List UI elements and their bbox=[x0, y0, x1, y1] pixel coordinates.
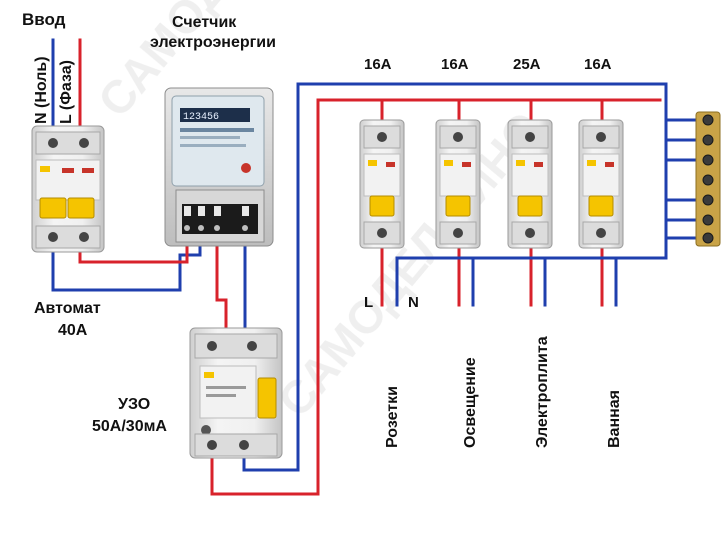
neutral-return-bus bbox=[395, 236, 702, 307]
bus-screw bbox=[702, 114, 714, 126]
circuit-label-sockets: Розетки bbox=[384, 386, 401, 448]
circuit-label-lighting: Освещение bbox=[462, 357, 479, 448]
group-breaker-1 bbox=[359, 119, 405, 249]
electricity-meter: 123456 bbox=[164, 87, 274, 247]
breaker-handle bbox=[39, 197, 67, 219]
main-breaker bbox=[31, 125, 105, 253]
breaker-rating-1: 16А bbox=[364, 56, 392, 73]
l-output-label: L bbox=[364, 294, 374, 311]
breaker-meter-neutral bbox=[51, 236, 202, 292]
logo-mark bbox=[40, 166, 50, 172]
watermark: САМОДЕЛ-КИНО САМОДЕЛ-КИНО bbox=[88, 0, 552, 426]
neutral-input-label: N (Ноль) bbox=[33, 56, 50, 124]
breaker-rating-2: 16А bbox=[441, 56, 469, 73]
breaker-handle bbox=[445, 195, 471, 217]
group-breaker-3 bbox=[507, 119, 553, 249]
breaker-handle bbox=[517, 195, 543, 217]
meter-rcd-phase bbox=[215, 236, 228, 332]
breaker-handle bbox=[67, 197, 95, 219]
input-label: Ввод bbox=[22, 10, 66, 29]
bus-screw bbox=[702, 214, 714, 226]
rcd-phase-bus bbox=[210, 98, 662, 496]
group-breaker-2 bbox=[435, 119, 481, 249]
bus-screw bbox=[702, 154, 714, 166]
phase-input-label: L (Фаза) bbox=[58, 60, 75, 124]
circuit-label-stove: Электроплита bbox=[534, 336, 551, 448]
meter-title: Счетчик bbox=[172, 14, 237, 31]
neutral-bus-bar bbox=[695, 111, 721, 247]
breaker-handle bbox=[369, 195, 395, 217]
rcd-rating: 50А/30мА bbox=[92, 418, 167, 435]
bus-screw bbox=[702, 134, 714, 146]
breaker-handle bbox=[588, 195, 614, 217]
bus-screw bbox=[702, 194, 714, 206]
meter-subtitle: электроэнергии bbox=[150, 34, 276, 51]
bus-screw bbox=[702, 232, 714, 244]
test-button bbox=[201, 425, 211, 435]
main-breaker-label: Автомат bbox=[34, 300, 101, 317]
group-breaker-4 bbox=[578, 119, 624, 249]
meter-display bbox=[180, 108, 250, 122]
rcd-label: УЗО bbox=[118, 396, 151, 413]
bus-screw bbox=[702, 174, 714, 186]
breaker-meter-phase bbox=[78, 236, 189, 264]
meter-digits: 123456 bbox=[183, 112, 219, 123]
rcd-handle bbox=[257, 377, 277, 419]
rcd-device bbox=[189, 327, 283, 459]
breaker-rating-4: 16А bbox=[584, 56, 612, 73]
n-output-label: N bbox=[408, 294, 419, 311]
wires bbox=[51, 38, 702, 496]
circuit-label-bathroom: Ванная bbox=[606, 389, 623, 448]
breaker-rating-3: 25А bbox=[513, 56, 541, 73]
main-breaker-rating: 40А bbox=[58, 322, 88, 339]
group-breakers bbox=[359, 119, 624, 249]
